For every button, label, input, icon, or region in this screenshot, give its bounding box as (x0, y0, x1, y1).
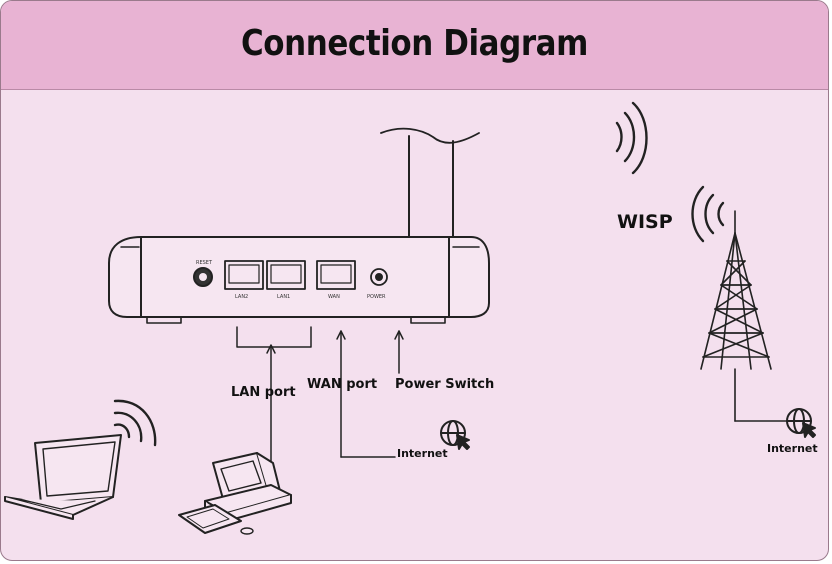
cell-tower-icon (700, 210, 792, 422)
power-switch-label: Power Switch (395, 377, 495, 392)
svg-text:LAN1: LAN1 (277, 294, 290, 300)
power-connector-line (394, 330, 404, 374)
internet-label: Internet (397, 447, 448, 460)
wan-connector-line (336, 330, 396, 458)
header-bar: Connection Diagram (1, 1, 828, 90)
svg-text:RESET: RESET (196, 260, 213, 266)
page-title: Connection Diagram (241, 23, 588, 64)
globe-cursor-icon (786, 408, 816, 438)
svg-text:WAN: WAN (328, 294, 340, 300)
svg-text:POWER: POWER (367, 294, 386, 300)
wireless-signal-icon (615, 101, 725, 243)
router-icon: RESET LAN2 LAN1 WAN POWER (108, 127, 490, 324)
globe-cursor-icon (440, 420, 470, 450)
desktop-computer-icon (178, 452, 292, 535)
wireless-signal-icon (113, 399, 157, 447)
svg-text:LAN2: LAN2 (235, 294, 248, 300)
wisp-label: WISP (617, 211, 673, 233)
laptop-icon (4, 434, 122, 520)
lan-connector-line (236, 326, 312, 464)
lan-port-label: LAN port (231, 385, 296, 400)
wan-port-label: WAN port (307, 377, 378, 392)
internet-label-tower: Internet (767, 442, 818, 455)
